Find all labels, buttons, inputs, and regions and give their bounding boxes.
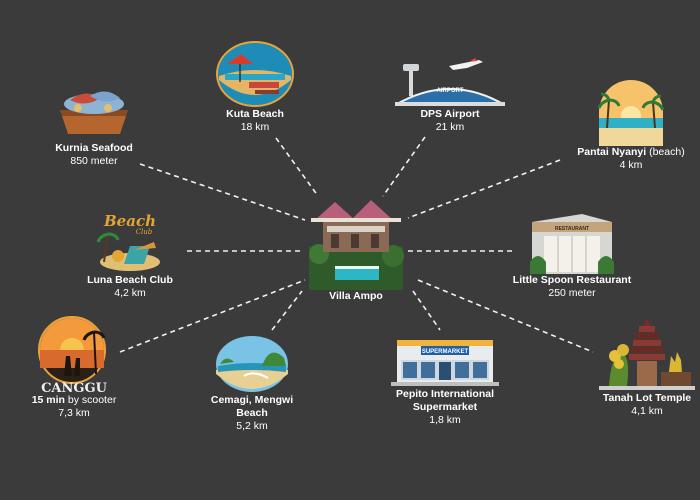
- place-dps: AIRPORT DPS Airport 21 km: [388, 58, 512, 134]
- connector-pantai: [407, 159, 561, 219]
- place-distance: 21 km: [435, 121, 465, 133]
- beach-umbrella-icon: [216, 41, 294, 107]
- place-tanah: Tanah Lot Temple 4,1 km: [596, 316, 698, 418]
- place-name: Luna Beach Club: [87, 274, 173, 286]
- villa-icon: [309, 200, 404, 290]
- place-cemagi: Cemagi, Mengwi Beach 5,2 km: [210, 334, 294, 433]
- place-distance: 250 meter: [548, 287, 596, 299]
- beach-club-icon: Beach Club: [96, 212, 160, 271]
- place-distance: 18 km: [240, 121, 270, 133]
- place-kurnia: Kurnia Seafood 850 meter: [46, 80, 142, 168]
- airport-icon: AIRPORT: [395, 58, 505, 106]
- place-pantai: Pantai Nyanyi (beach) 4 km: [564, 78, 698, 172]
- canggu-logo-text: CANGGU: [41, 381, 108, 394]
- place-name: Pantai Nyanyi: [577, 146, 647, 158]
- place-name: 15 min: [31, 394, 65, 406]
- connector-kuta: [275, 137, 319, 197]
- place-name: Kurnia Seafood: [55, 142, 133, 154]
- place-distance: 4,2 km: [114, 287, 146, 299]
- place-distance: 4,1 km: [631, 405, 663, 417]
- place-canggu: CANGGU 15 min by scooter 7,3 km: [26, 314, 122, 420]
- place-name: Cemagi, Mengwi Beach: [210, 394, 294, 419]
- beach-club-logo-sub: Club: [136, 228, 153, 236]
- temple-icon: [599, 318, 695, 390]
- place-label: 15 min by scooter: [26, 394, 122, 407]
- place-label: Pantai Nyanyi (beach): [564, 146, 698, 159]
- place-name: Little Spoon Restaurant: [512, 274, 632, 286]
- place-name-suffix: (beach): [646, 146, 685, 158]
- canggu-sunset-icon: CANGGU: [38, 316, 108, 394]
- connector-tanah: [417, 279, 594, 353]
- place-distance: 5,2 km: [236, 420, 268, 432]
- beach-club-logo-text: Beach: [103, 212, 156, 230]
- seafood-boat-icon: [60, 91, 128, 134]
- supermarket-sign-text: SUPERMARKET: [422, 349, 469, 355]
- place-luna: Beach Club Luna Beach Club 4,2 km: [80, 212, 180, 300]
- place-pepito: SUPERMARKET Pepito International Superma…: [385, 336, 505, 427]
- supermarket-icon: SUPERMARKET: [391, 340, 499, 386]
- airport-building-text: AIRPORT: [437, 88, 464, 94]
- place-name: Pepito International Supermarket: [395, 388, 494, 413]
- place-distance: 850 meter: [70, 155, 118, 167]
- villa-name: Villa Ampo: [329, 290, 383, 302]
- place-distance: 4 km: [619, 159, 643, 171]
- place-distance: 1,8 km: [429, 414, 461, 426]
- place-name-suffix: by scooter: [64, 394, 117, 406]
- restaurant-icon: RESTAURANT: [530, 214, 614, 274]
- restaurant-sign-text: RESTAURANT: [555, 226, 589, 232]
- villa-ampo-node: Villa Ampo: [300, 196, 412, 303]
- connector-canggu: [119, 279, 306, 353]
- connector-pepito: [412, 290, 441, 331]
- place-kuta: Kuta Beach 18 km: [200, 40, 310, 134]
- connector-kurnia: [139, 163, 306, 221]
- sunset-beach-icon: [597, 80, 665, 146]
- coast-icon: [216, 336, 288, 392]
- connector-cemagi: [271, 290, 303, 331]
- place-name: DPS Airport: [420, 108, 480, 120]
- connector-dps: [382, 136, 426, 197]
- place-distance: 7,3 km: [58, 407, 90, 419]
- place-name: Kuta Beach: [226, 108, 284, 120]
- place-little: RESTAURANT Little Spoon Restaurant 250 m…: [508, 212, 636, 300]
- place-name: Tanah Lot Temple: [602, 392, 692, 404]
